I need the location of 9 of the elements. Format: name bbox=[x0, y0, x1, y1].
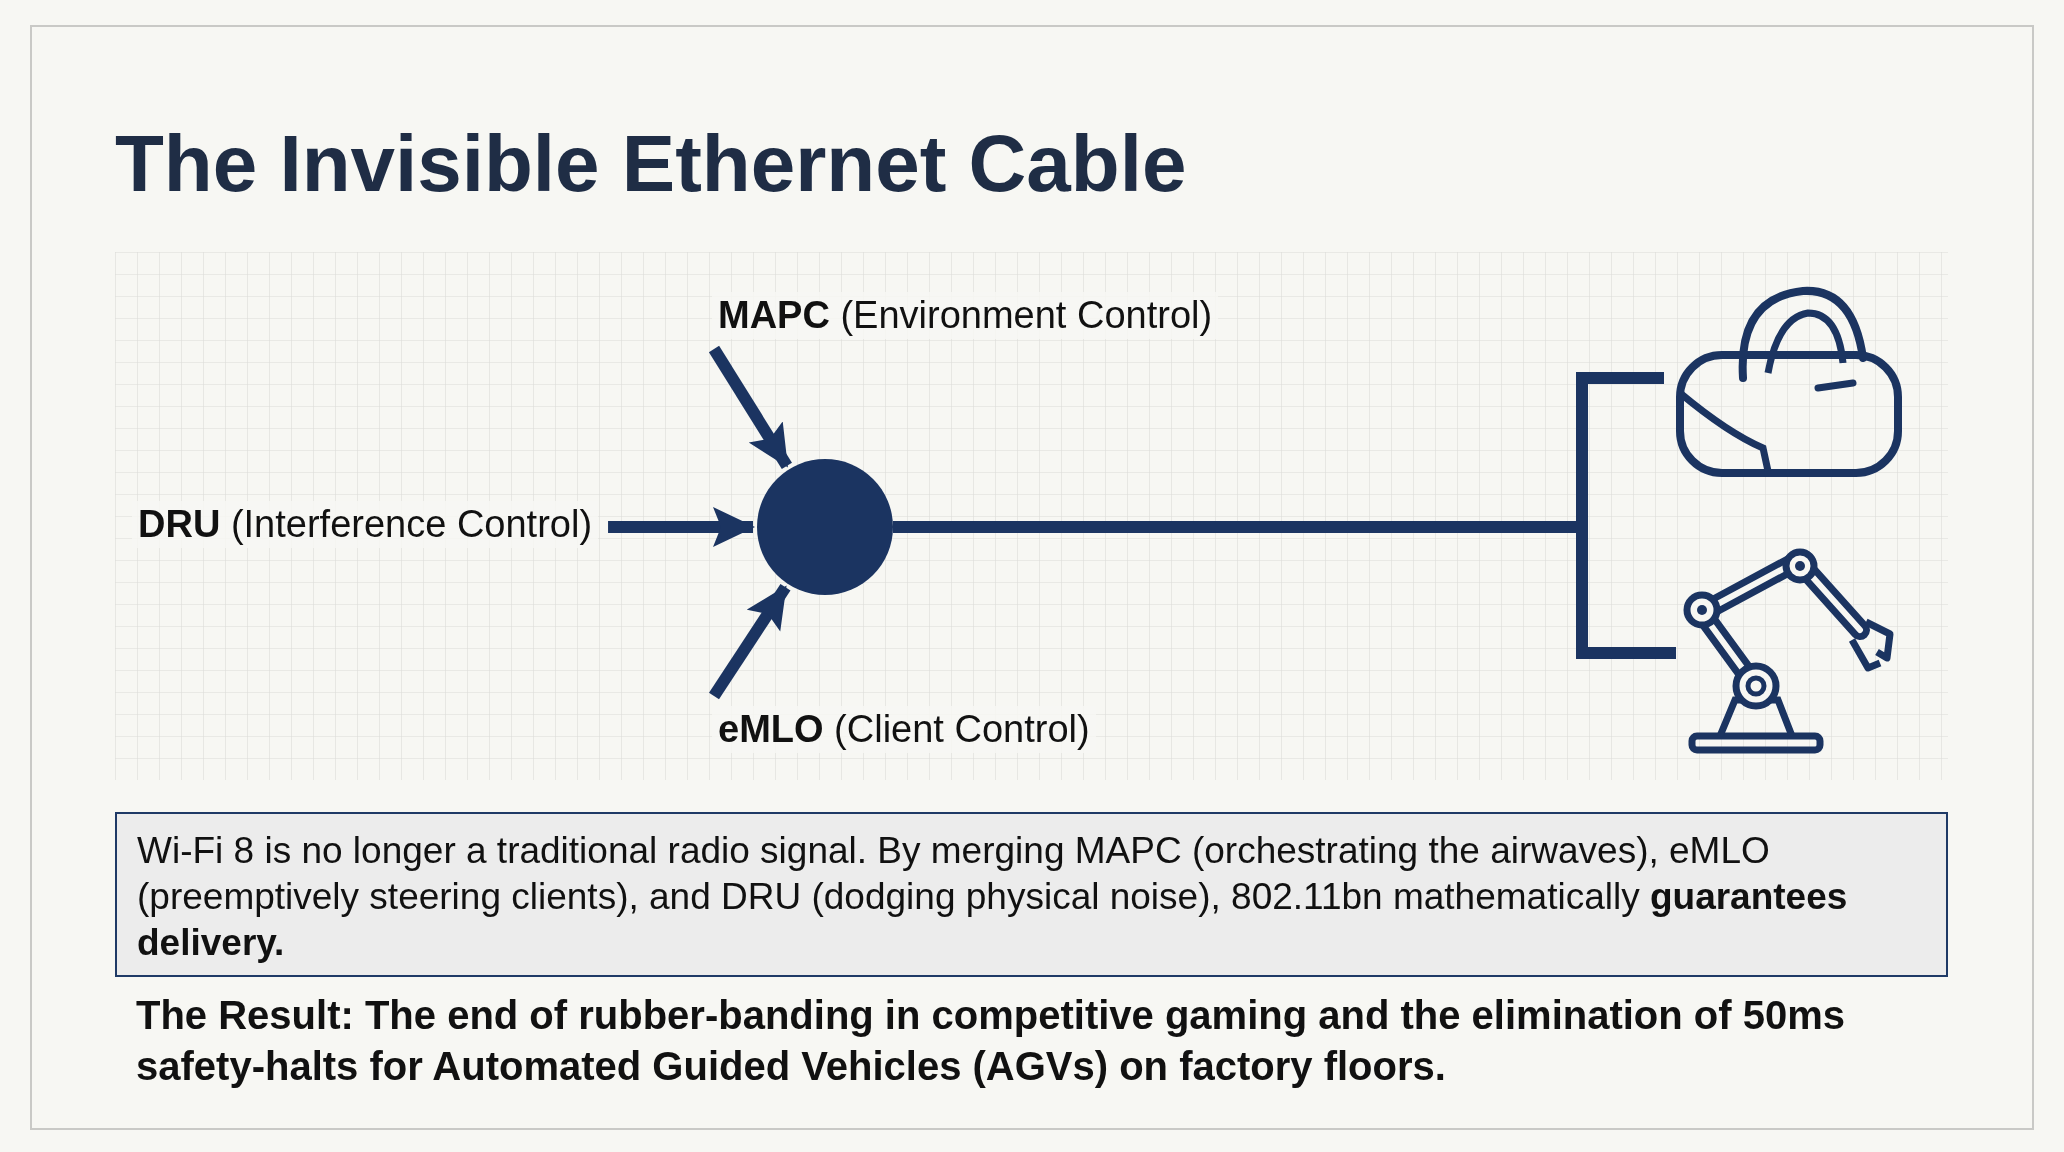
result-text: The Result: The end of rubber-banding in competitive gaming and the elimination of 50ms safety-halts for Automated Guided Vehicles (AGVs) on factory floors. bbox=[136, 992, 1847, 1090]
control-label: eMLO (Client Control) bbox=[712, 706, 1096, 753]
control-label: DRU (Interference Control) bbox=[132, 501, 599, 548]
arrow bbox=[608, 507, 755, 547]
arrow bbox=[708, 345, 792, 470]
summary-text-box: Wi-Fi 8 is no longer a traditional radio signal. By merging MAPC (orchestrating the airwaves), eMLO (preemptively steering clients), and DRU (dodging physical noise), 802.11bn mathematically guarantees delivery. bbox=[115, 812, 1948, 977]
title: The Invisible Ethernet Cable bbox=[115, 118, 1187, 210]
control-label: MAPC (Environment Control) bbox=[712, 292, 1219, 339]
arrow bbox=[709, 583, 791, 700]
